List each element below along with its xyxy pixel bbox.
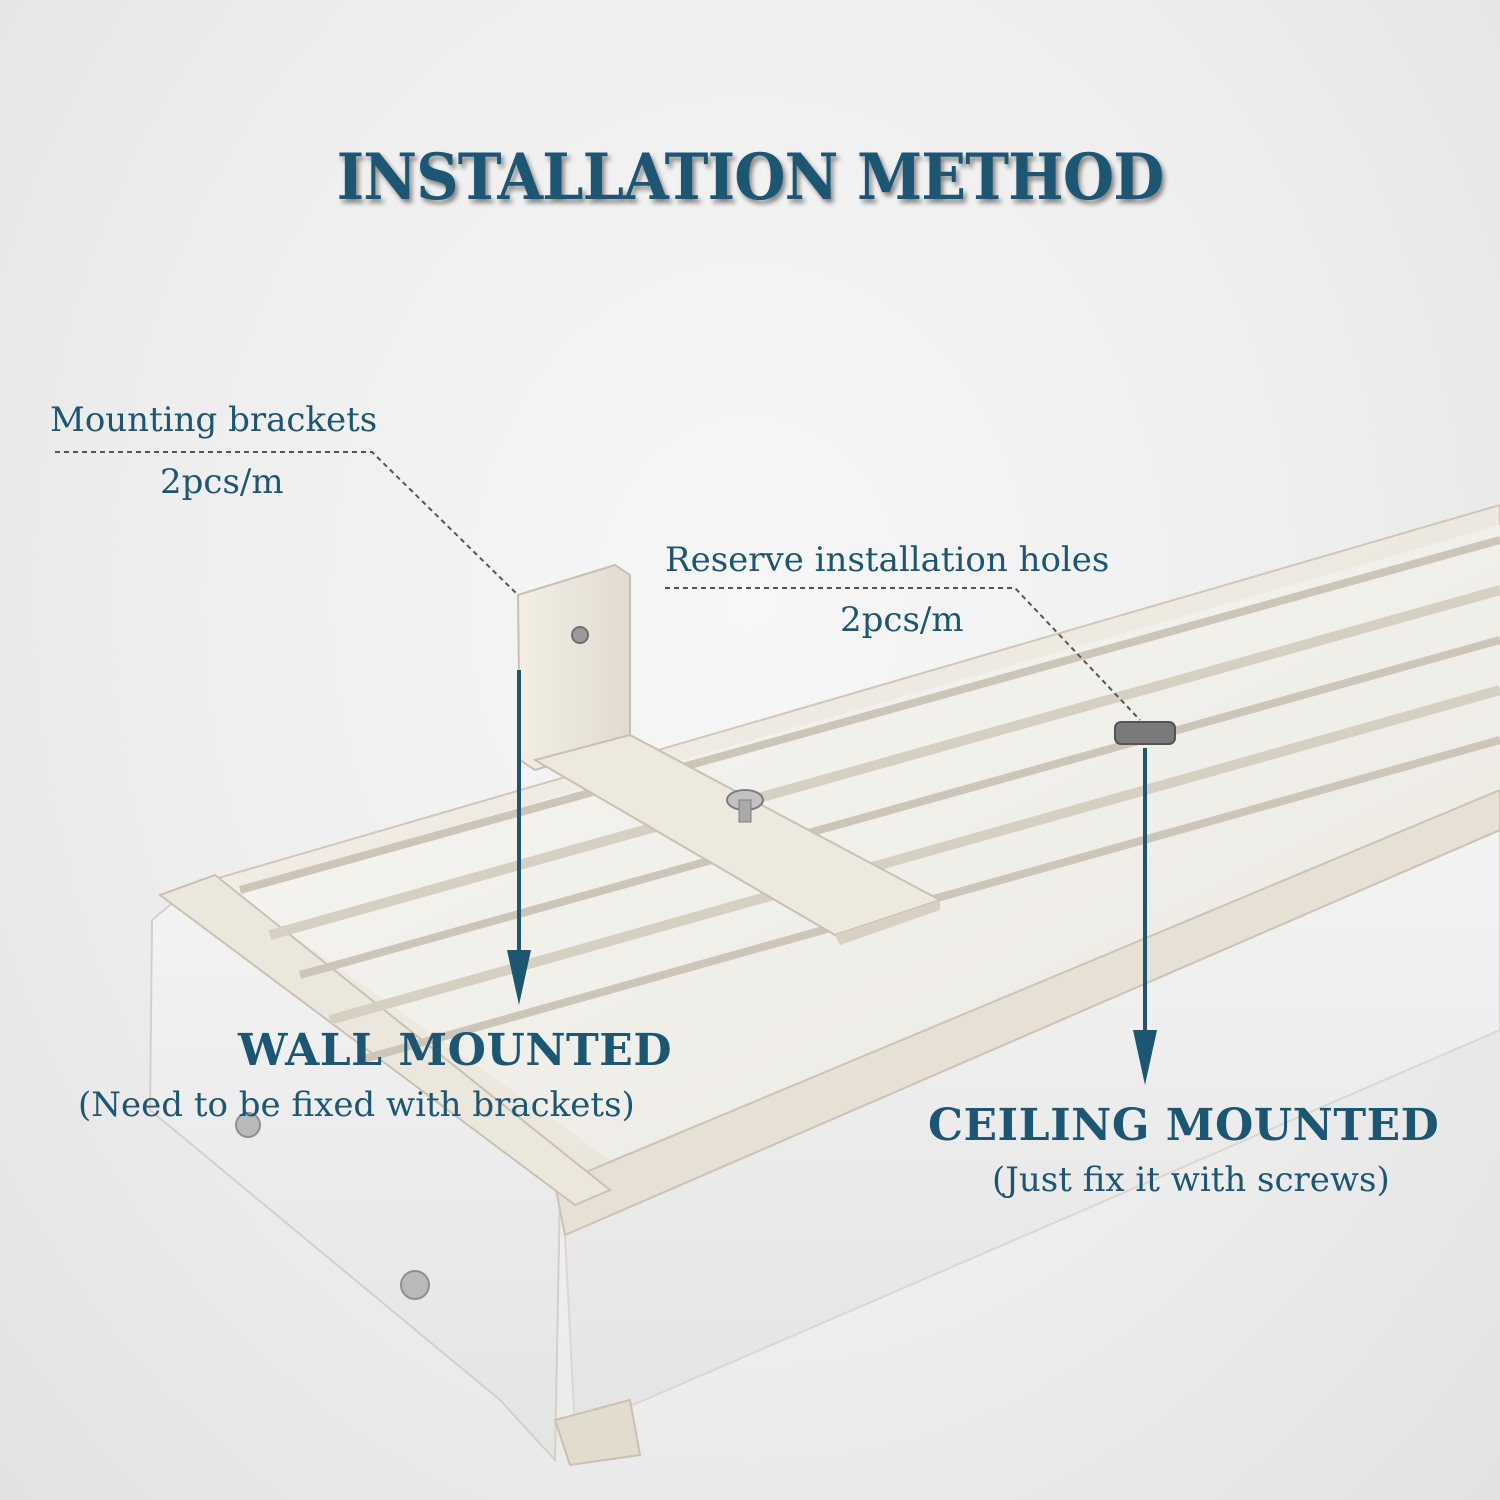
mounting-brackets-qty: 2pcs/m bbox=[160, 462, 284, 502]
ceiling-mounted-note: (Just fix it with screws) bbox=[992, 1160, 1390, 1200]
ceiling-mounted-heading: CEILING MOUNTED bbox=[928, 1100, 1440, 1151]
screw-icon bbox=[726, 789, 764, 823]
curtain-track bbox=[148, 503, 1500, 1467]
wall-mounted-note: (Need to be fixed with brackets) bbox=[78, 1085, 635, 1125]
page-title: INSTALLATION METHOD bbox=[336, 140, 1165, 215]
arrow-down-icon bbox=[507, 670, 531, 1005]
reserve-hole-icon bbox=[1114, 721, 1176, 745]
leader-lines bbox=[55, 451, 1141, 721]
mounting-bracket bbox=[516, 563, 943, 945]
wall-mounted-heading: WALL MOUNTED bbox=[238, 1025, 672, 1076]
arrow-down-icon bbox=[1133, 748, 1157, 1085]
reserve-holes-qty: 2pcs/m bbox=[840, 600, 964, 640]
reserve-holes-label: Reserve installation holes bbox=[665, 540, 1110, 580]
mounting-brackets-label: Mounting brackets bbox=[50, 400, 378, 440]
